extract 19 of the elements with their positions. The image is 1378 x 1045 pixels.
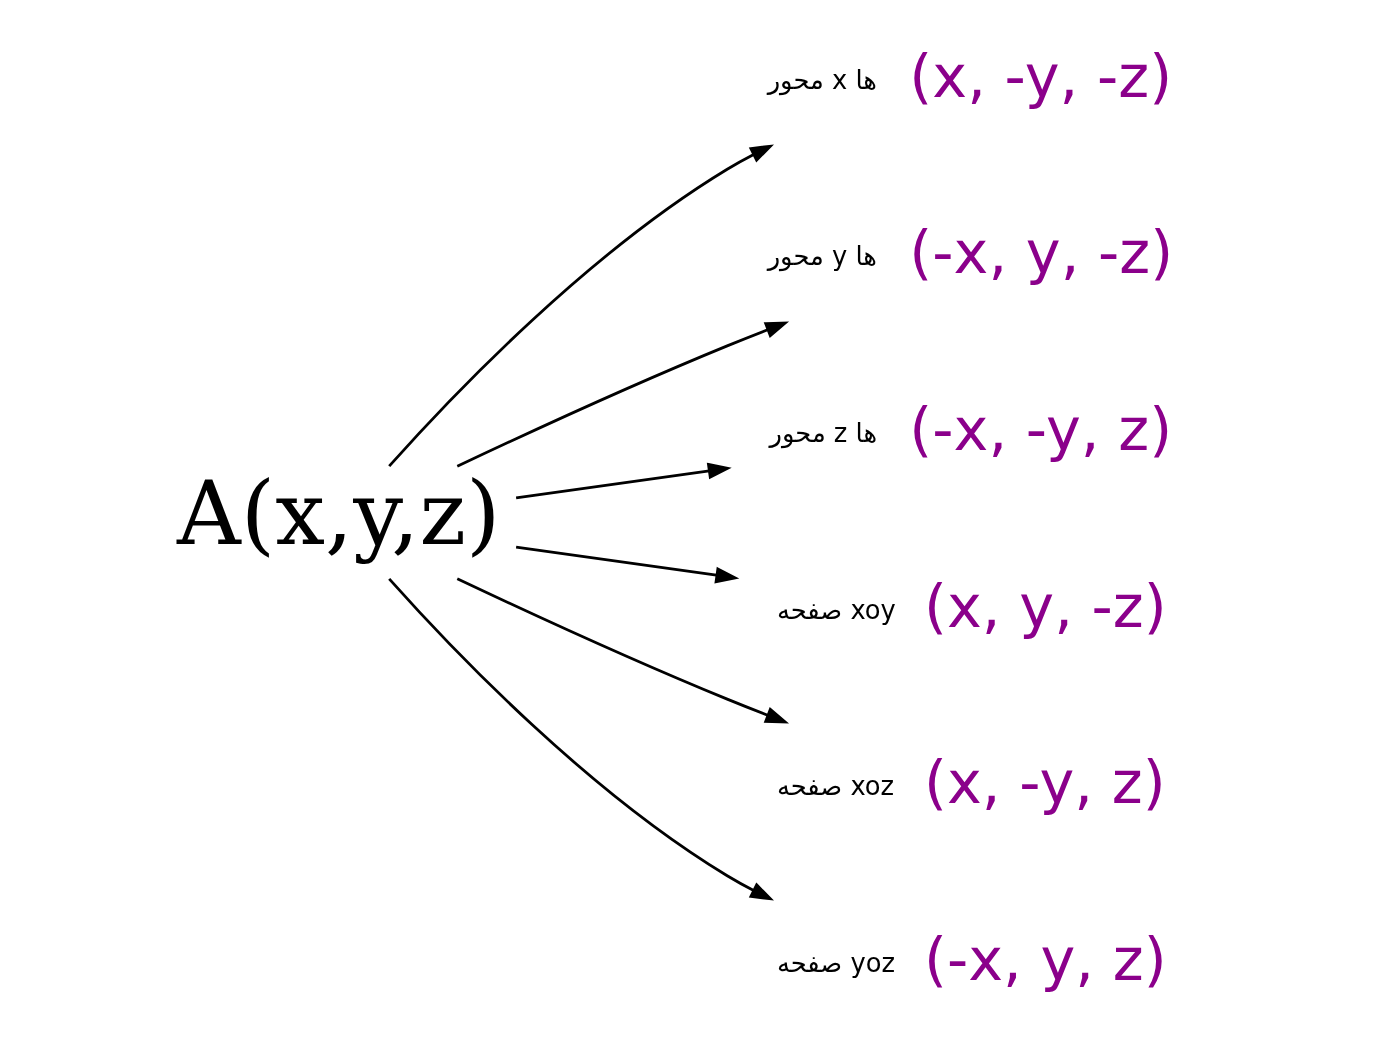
node-text: محور y ها [767,241,877,272]
node-label: (x, -y, z) [923,748,1166,818]
node-text: صفحه xoz [776,771,894,802]
node-label: (x, y, -z) [923,571,1167,641]
arrow [515,462,732,500]
arrow [456,577,789,724]
node-label: (-x, y, z) [923,924,1167,994]
node-text: محور z ها [769,417,877,448]
node-text: صفحه xoy [776,594,896,625]
arrow [387,577,774,901]
node-label: (-x, y, -z) [908,218,1173,288]
node-text: محور x ها [767,64,877,95]
arrow [387,144,774,468]
node-text: A(x,y,z) [176,462,500,566]
node-label: (-x, -y, z) [908,395,1172,465]
node-label: (x, -y, -z) [908,41,1172,111]
arrow [515,545,739,584]
arrow [456,321,789,468]
node-text: صفحه yoz [776,947,895,978]
